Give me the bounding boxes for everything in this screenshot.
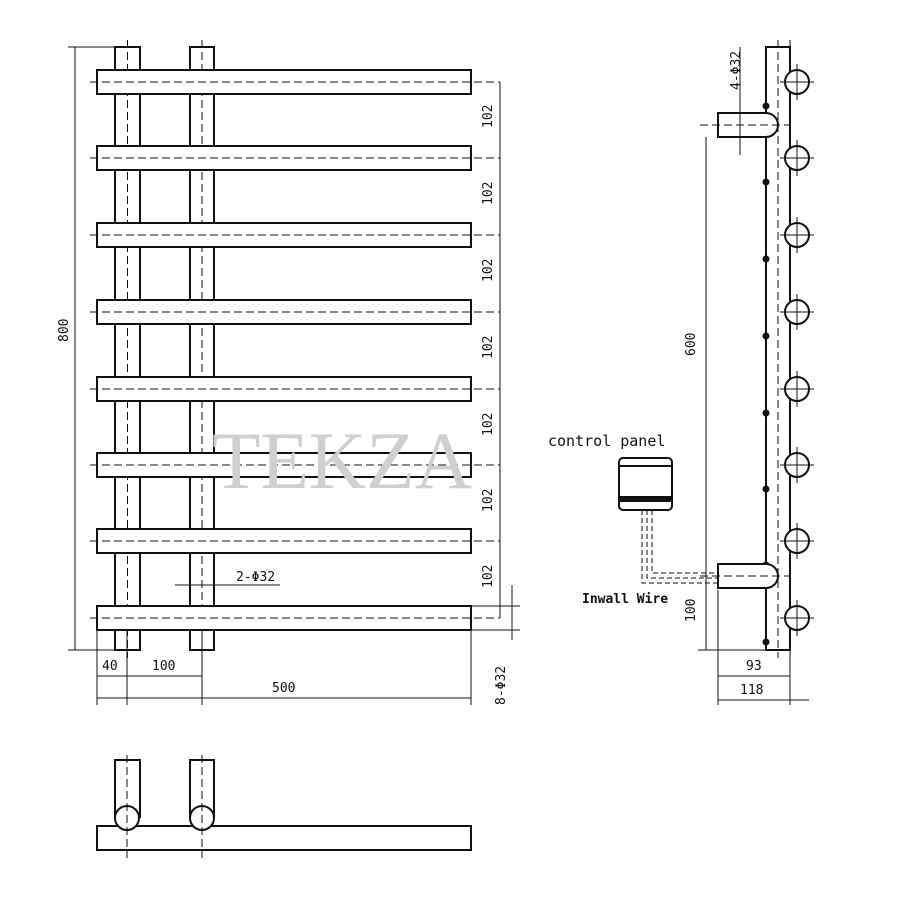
bracket-pipe-label: 4-Φ32 bbox=[729, 51, 744, 90]
mount-height-dimension: 600 bbox=[684, 333, 699, 356]
dim-102: 102 bbox=[481, 259, 496, 282]
horizontal-bar-top-view bbox=[96, 825, 472, 851]
mount-dot bbox=[762, 102, 770, 110]
offset-dimension: 40 bbox=[102, 659, 118, 674]
inwall-wire bbox=[641, 510, 718, 584]
control-panel-label: control panel bbox=[548, 432, 665, 450]
mount-dot bbox=[762, 485, 770, 493]
dim-102: 102 bbox=[481, 182, 496, 205]
top-view bbox=[96, 755, 472, 858]
dim-102: 102 bbox=[481, 489, 496, 512]
dim-102: 102 bbox=[481, 565, 496, 588]
mount-dot bbox=[762, 255, 770, 263]
mount-dot bbox=[762, 638, 770, 646]
post-spacing-dimension: 100 bbox=[152, 659, 175, 674]
mount-dot bbox=[762, 409, 770, 417]
bar-pipe-label: 8-Φ32 bbox=[494, 666, 509, 705]
dim-102: 102 bbox=[481, 105, 496, 128]
dim-102: 102 bbox=[481, 413, 496, 436]
watermark: TEKZA bbox=[212, 415, 472, 506]
bar-spacing-labels: 102 102 102 102 102 102 102 bbox=[481, 105, 496, 588]
inwall-wire-label: Inwall Wire bbox=[582, 592, 668, 607]
depth-outer-dimension: 118 bbox=[740, 683, 763, 698]
front-view bbox=[68, 40, 520, 705]
inwall-wire bbox=[651, 510, 718, 574]
mount-dot bbox=[762, 332, 770, 340]
mount-dot bbox=[762, 178, 770, 186]
depth-inner-dimension: 93 bbox=[746, 659, 762, 674]
bottom-offset-dimension: 100 bbox=[684, 599, 699, 622]
height-dimension: 800 bbox=[57, 319, 72, 342]
inwall-wire bbox=[646, 510, 718, 579]
dim-102: 102 bbox=[481, 336, 496, 359]
width-dimension: 500 bbox=[272, 681, 295, 696]
side-view bbox=[618, 40, 814, 705]
post-pipe-label: 2-Φ32 bbox=[236, 570, 275, 585]
control-panel-display bbox=[620, 496, 671, 502]
